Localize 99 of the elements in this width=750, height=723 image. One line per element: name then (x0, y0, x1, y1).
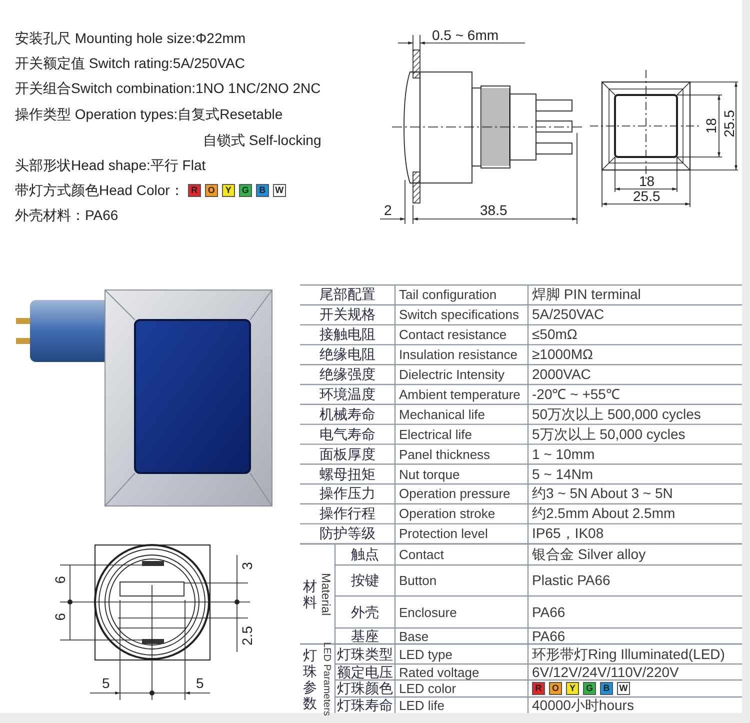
table-text: LED Parameters (320, 642, 332, 716)
color-chip: O (549, 682, 562, 695)
spec-text: 带灯方式颜色Head Color： (15, 181, 184, 199)
table-text: Plastic PA66 (531, 573, 610, 588)
table-text: 焊脚 PIN terminal (531, 287, 641, 302)
table-text: Operation pressure (398, 486, 510, 502)
table-text: Mechanical life (398, 406, 485, 422)
table-text: 50万次以上 500,000 cycles (531, 406, 701, 422)
table-text: 防护等级 (320, 526, 376, 542)
table-text: 按键 (351, 573, 379, 588)
table-text: 电气寿命 (320, 426, 376, 442)
table-text: 5A/250VAC (531, 307, 604, 322)
table-text: 1 ~ 10mm (531, 446, 595, 462)
table-text: 尾部配置 (320, 287, 376, 302)
table-text: Dielectric Intensity (398, 367, 504, 382)
table-text: LED type (398, 646, 452, 662)
table-text: Nut torque (398, 466, 460, 482)
table-text: 触点 (351, 547, 379, 562)
table-text: 环形带灯Ring Illuminated(LED) (531, 646, 725, 662)
table-text: 5 ~ 14Nm (531, 466, 594, 482)
spec-text: 操作类型 Operation types:自复式Resetable (15, 105, 283, 123)
dimension-label: 25.5 (722, 110, 736, 138)
color-chip: Y (566, 682, 579, 695)
color-chip: R (532, 682, 545, 695)
table-text: Contact (398, 547, 444, 562)
table-text: 额定电压 (337, 664, 393, 680)
table-text: 约3 ~ 5N About 3 ~ 5N (531, 486, 673, 502)
table-text: Enclosure (398, 604, 457, 620)
color-chip: B (600, 682, 613, 695)
table-text: Operation stroke (398, 506, 496, 522)
color-chip: W (272, 184, 286, 196)
table-text: 灯珠颜色 (337, 681, 393, 696)
table-text: 银合金 Silver alloy (531, 547, 646, 562)
table-text: Switch specifications (398, 307, 519, 322)
table-text: 5万次以上 50,000 cycles (531, 426, 686, 442)
color-chip: B (256, 184, 269, 196)
color-chip: R (188, 184, 201, 196)
spec-text: 自锁式 Self-locking (203, 131, 322, 149)
table-text: 灯珠类型 (337, 646, 393, 662)
table-text: 开关规格 (320, 307, 376, 322)
table-text: LED life (398, 698, 445, 712)
table-text: ≤50mΩ (531, 327, 578, 342)
dimension-label: 0.5 ~ 6mm (432, 28, 499, 42)
color-chip: G (583, 682, 596, 695)
dimension-label: 6 (53, 576, 67, 584)
table-text: 6V/12V/24V/110V/220V (531, 664, 679, 680)
table-text: 螺母扭矩 (320, 466, 376, 482)
table-text: 外壳 (351, 604, 379, 620)
dimension-label: 18 (704, 118, 718, 134)
color-chip: W (617, 682, 630, 695)
table-text: Tail configuration (398, 287, 497, 302)
dimension-label: 5 (196, 676, 204, 690)
table-text: 操作压力 (320, 486, 376, 502)
table-text: LED color (398, 681, 456, 696)
table-text: 机械寿命 (320, 406, 376, 422)
dimension-label: 18 (639, 174, 655, 188)
table-text: Panel thickness (398, 446, 490, 462)
dimension-label: 38.5 (480, 203, 508, 217)
table-text: 绝缘强度 (320, 367, 376, 382)
dimension-label: 2.5 (240, 626, 254, 646)
table-text: 材料 (303, 578, 318, 610)
table-text: PA66 (531, 604, 566, 620)
color-chip: G (238, 184, 252, 196)
table-text: 面板厚度 (320, 446, 376, 462)
dimension-label: 2 (384, 203, 392, 217)
table-text: Rated voltage (398, 664, 480, 680)
table-text: 灯珠寿命 (337, 698, 393, 712)
dimension-label: 3 (240, 562, 254, 570)
table-text: 2000VAC (531, 367, 591, 382)
dimension-label: 6 (53, 613, 67, 621)
dimension-label: 25.5 (633, 189, 660, 203)
table-text: 绝缘电阻 (320, 347, 376, 362)
table-text: -20℃ ~ +55℃ (531, 386, 620, 402)
table-text: 操作行程 (320, 506, 376, 522)
table-text: Ambient temperature (398, 386, 520, 402)
spec-text: 开关额定值 Switch rating:5A/250VAC (15, 54, 246, 72)
spec-text: 头部形状Head shape:平行 Flat (15, 156, 206, 174)
table-text: Base (398, 628, 429, 644)
table-text: Button (398, 573, 437, 588)
spec-text: 外壳材料：PA66 (15, 206, 118, 224)
table-text: ≥1000MΩ (531, 347, 593, 362)
table-text: IP65，IK08 (531, 526, 604, 542)
color-chip: Y (222, 184, 235, 196)
table-text: Contact resistance (398, 327, 507, 342)
table-text: 接触电阻 (320, 327, 376, 342)
table-text: 40000小时hours (531, 698, 634, 712)
table-text: 基座 (351, 628, 379, 644)
table-text: Material (320, 572, 332, 616)
dimension-label: 5 (102, 676, 110, 690)
table-text: Insulation resistance (398, 347, 518, 362)
color-chip: O (204, 184, 218, 196)
table-text: Electrical life (398, 426, 472, 442)
table-text: 灯珠参数 (303, 646, 318, 710)
table-text: Protection level (398, 526, 488, 542)
spec-text: 安装孔尺 Mounting hole size:Φ22mm (15, 29, 246, 47)
spec-text: 开关组合Switch combination:1NO 1NC/2NO 2NC (15, 79, 321, 97)
table-text: 环境温度 (320, 386, 376, 402)
table-text: PA66 (531, 628, 566, 644)
table-text: 约2.5mm About 2.5mm (531, 506, 676, 522)
